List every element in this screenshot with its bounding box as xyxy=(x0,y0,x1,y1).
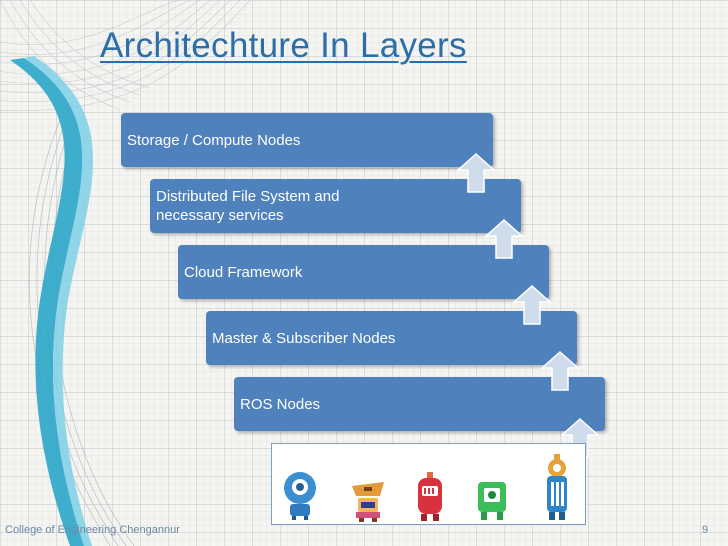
layer-distributed-file-system: Distributed File System and necessary se… xyxy=(150,179,521,233)
round-robot-icon xyxy=(284,472,316,520)
layer-label: Master & Subscriber Nodes xyxy=(212,329,396,347)
layer-label: Storage / Compute Nodes xyxy=(127,131,301,149)
layer-ros-nodes: ROS Nodes xyxy=(234,377,605,431)
orange-robot-icon xyxy=(352,482,384,522)
layer-master-subscriber-nodes: Master & Subscriber Nodes xyxy=(206,311,577,365)
up-arrow-icon xyxy=(541,351,579,391)
layer-storage-compute-nodes: Storage / Compute Nodes xyxy=(121,113,493,167)
up-arrow-icon xyxy=(513,285,551,325)
green-robot-icon xyxy=(478,482,506,520)
layer-label: Cloud Framework xyxy=(184,263,303,281)
layer-cloud-framework: Cloud Framework xyxy=(178,245,549,299)
layer-label: ROS Nodes xyxy=(240,395,321,413)
up-arrow-icon xyxy=(485,219,523,259)
footer-institution: College of Engineering Chengannur xyxy=(5,524,180,536)
up-arrow-icon xyxy=(457,153,495,193)
tall-robot-icon xyxy=(547,454,567,520)
slide-title: Architechture In Layers xyxy=(100,26,467,65)
page-number: 9 xyxy=(702,524,709,536)
layer-label: Distributed File System and necessary se… xyxy=(156,188,340,224)
ros-robots-panel xyxy=(271,443,586,525)
red-robot-icon xyxy=(418,472,442,521)
